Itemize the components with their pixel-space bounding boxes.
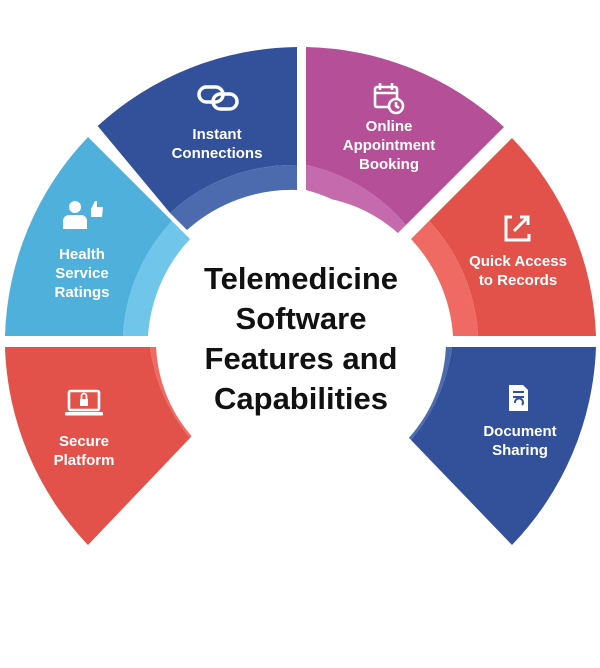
segment-health-service-ratings: Health Service Ratings xyxy=(5,137,190,336)
segment-label-line: Document xyxy=(483,423,556,440)
segment-shape xyxy=(5,347,190,545)
segment-label-line: Platform xyxy=(54,452,115,469)
segment-inner-band xyxy=(123,221,190,336)
segment-label-line: Online xyxy=(366,118,413,135)
segment-label-line: Health xyxy=(59,246,105,263)
segment-label-line: Quick Access xyxy=(469,253,567,270)
laptop-lock-icon xyxy=(65,389,103,416)
center-title-line: Capabilities xyxy=(214,381,388,416)
segment-quick-access-to-records: Quick Access to Records xyxy=(411,138,596,336)
document-icon xyxy=(509,385,528,411)
segment-shape xyxy=(97,47,297,213)
segment-instant-connections: Instant Connections xyxy=(97,47,297,230)
center-title-line: Telemedicine xyxy=(204,261,398,296)
segment-label-line: to Records xyxy=(479,272,557,289)
segment-shape xyxy=(411,347,596,545)
segment-inner-band xyxy=(411,221,478,336)
user-thumbs-up-icon xyxy=(63,201,103,229)
center-disc xyxy=(156,196,446,486)
segment-label-line: Connections xyxy=(172,145,263,162)
segment-label-line: Sharing xyxy=(492,442,548,459)
segment-label-line: Appointment xyxy=(343,137,435,154)
segment-label-line: Ratings xyxy=(54,284,109,301)
segment-label-line: Instant xyxy=(192,126,241,143)
segment-label-line: Booking xyxy=(359,156,419,173)
segment-label-line: Service xyxy=(55,265,108,282)
segment-shape xyxy=(429,138,596,336)
link-chain-icon xyxy=(197,85,239,111)
center-title: Telemedicine Software Features and Capab… xyxy=(204,261,398,416)
calendar-clock-icon xyxy=(373,83,405,115)
segment-shape xyxy=(306,47,504,225)
center-title-line: Software xyxy=(236,301,367,336)
segment-label-line: Secure xyxy=(59,433,109,450)
center-title-line: Features and xyxy=(205,341,398,376)
segment-shape xyxy=(5,137,172,336)
segment-inner-band xyxy=(170,164,297,230)
export-arrow-icon xyxy=(504,215,531,242)
